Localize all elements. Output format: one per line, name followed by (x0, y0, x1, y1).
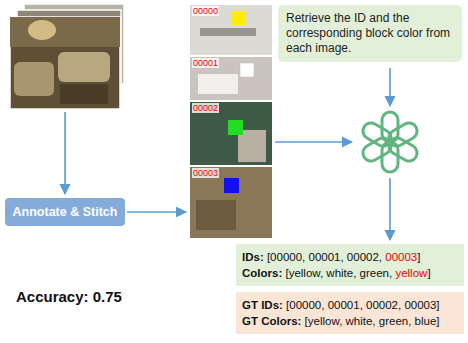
model-logo (360, 112, 420, 172)
arrow (389, 68, 391, 106)
stitched-images (190, 5, 272, 238)
node-text: GT Colors: [yellow, white, green, blue] (242, 313, 458, 329)
node-text: IDs: [00000, 00001, 00002, 00003] (242, 249, 458, 265)
sofa (14, 62, 54, 96)
photo (10, 17, 120, 109)
furniture (196, 200, 236, 230)
ground-truth-box: GT IDs: [00000, 00001, 00002, 00003]GT C… (236, 292, 464, 334)
prompt-box: Retrieve the ID and the corresponding bl… (278, 5, 462, 62)
arrow (389, 178, 391, 240)
node-text: Annotate & Stitch (9, 204, 121, 220)
output-box: IDs: [00000, 00001, 00002, 00003]Colors:… (236, 244, 464, 286)
node-text: Retrieve the ID and the corresponding bl… (286, 11, 454, 56)
room-wall (10, 17, 120, 47)
image (190, 57, 272, 100)
arrow (127, 211, 186, 213)
lamp-light (28, 20, 56, 40)
node-text: GT IDs: [00000, 00001, 00002, 00003] (242, 297, 458, 313)
color-block (232, 11, 246, 25)
logo-petal (360, 120, 394, 149)
accuracy-score: Accuracy: 0.75 (16, 288, 122, 305)
color-block (240, 63, 254, 77)
node-text: Colors: [yellow, white, green, yellow] (242, 265, 458, 281)
logo-petal (360, 135, 394, 164)
arrow (275, 141, 352, 143)
color-block (228, 120, 243, 135)
image-id: 00002 (192, 103, 219, 113)
image (190, 5, 272, 55)
image-id: 00003 (192, 168, 219, 178)
color-block (224, 178, 239, 193)
desk (200, 28, 256, 36)
image (190, 167, 272, 238)
image-id: 00000 (192, 6, 219, 16)
image (190, 102, 272, 165)
photo-stack (10, 4, 124, 109)
armchair (58, 52, 110, 82)
floor (60, 84, 108, 104)
process-box: Annotate & Stitch (5, 198, 125, 226)
appliance (198, 74, 238, 94)
image-id: 00001 (192, 58, 219, 68)
arrow (64, 112, 66, 194)
